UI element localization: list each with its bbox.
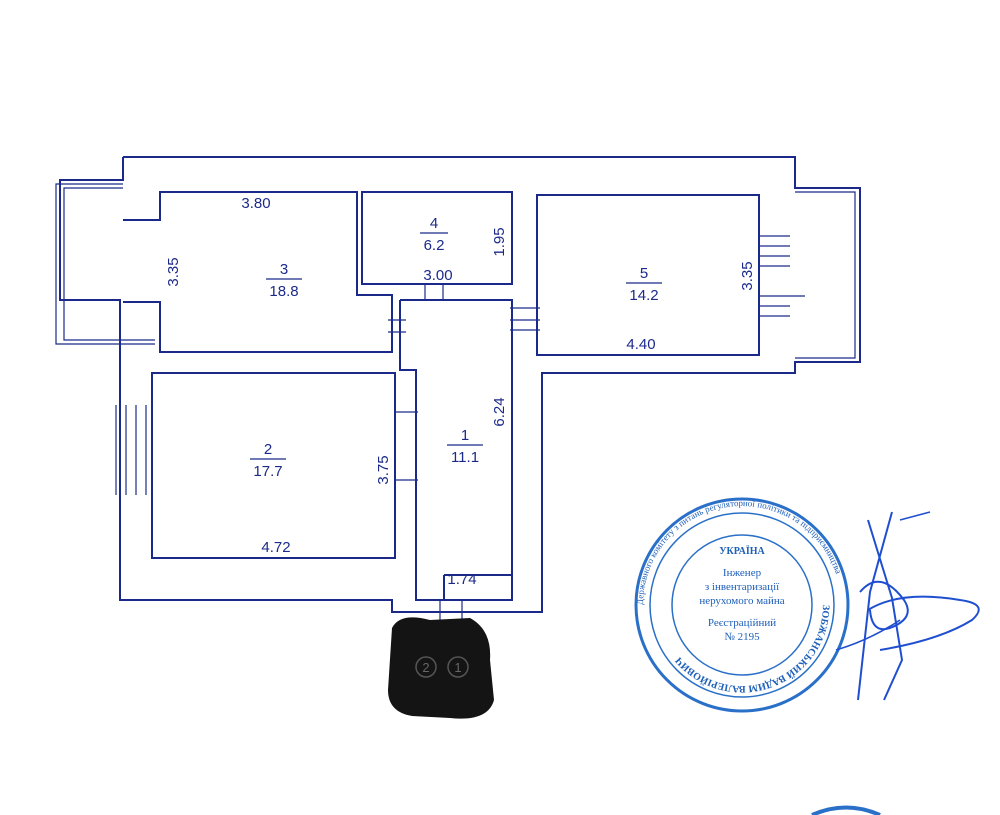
dim-room1-width: 1.74 xyxy=(447,571,476,588)
entrance-blot: 2 1 xyxy=(388,617,494,719)
room-5-area: 14.2 xyxy=(629,287,658,304)
official-seal: Державного комітету з питань регуляторно… xyxy=(634,497,850,713)
room-3-area: 18.8 xyxy=(269,283,298,300)
dim-room5-width: 4.40 xyxy=(626,336,655,353)
dim-room4-width: 3.00 xyxy=(423,267,452,284)
dim-room4-height: 1.95 xyxy=(491,227,508,256)
door-room-2 xyxy=(395,411,418,481)
room-2-number: 2 xyxy=(264,441,272,458)
dim-room2-height: 3.75 xyxy=(375,455,392,484)
room-3-wall xyxy=(123,191,393,353)
balcony-left xyxy=(55,183,155,345)
room-4-number: 4 xyxy=(430,215,438,232)
seal-line4: Реєстраційний xyxy=(708,617,776,629)
signature xyxy=(835,511,980,701)
room-3-number: 3 xyxy=(280,261,288,278)
entrance-mark-1: 1 xyxy=(454,660,461,675)
door-room-5 xyxy=(510,307,540,331)
door-room-3 xyxy=(388,319,406,333)
floor-plan xyxy=(55,156,861,625)
dimension-labels: 3.80 3.35 1.95 3.00 3.35 4.40 6.24 1.74 … xyxy=(165,195,756,588)
room-2-wall xyxy=(151,372,396,559)
room-5-number: 5 xyxy=(640,265,648,282)
window-room-5 xyxy=(760,235,805,317)
partial-stamp-edge xyxy=(811,805,881,815)
door-room-4 xyxy=(424,284,444,300)
room-5-wall xyxy=(536,194,760,356)
seal-country: УКРАЇНА xyxy=(719,544,765,557)
room-2-area: 17.7 xyxy=(253,463,282,480)
dim-room1-height: 6.24 xyxy=(491,397,508,426)
entrance-mark-2: 2 xyxy=(422,660,429,675)
room-4-area: 6.2 xyxy=(424,237,445,254)
room-4-wall xyxy=(361,191,513,285)
seal-line1: Інженер xyxy=(723,567,762,579)
dim-room2-width: 4.72 xyxy=(261,539,290,556)
room-1-wall xyxy=(399,299,513,601)
seal-line3: нерухомого майна xyxy=(699,595,784,607)
room-1-number: 1 xyxy=(461,427,469,444)
dim-room5-height: 3.35 xyxy=(739,261,756,290)
dim-room3-width: 3.80 xyxy=(241,195,270,212)
room-1-area: 11.1 xyxy=(451,449,479,466)
dim-room3-height: 3.35 xyxy=(165,257,182,286)
room-labels: 3 18.8 4 6.2 5 14.2 1 11.1 2 17.7 xyxy=(250,215,662,480)
seal-line5: № 2195 xyxy=(724,631,760,643)
outer-wall xyxy=(59,156,861,613)
window-room-2 xyxy=(115,405,147,495)
seal-line2: з інвентаризації xyxy=(705,581,780,593)
balcony-right xyxy=(795,191,856,359)
balcony-left-inner xyxy=(63,187,155,341)
